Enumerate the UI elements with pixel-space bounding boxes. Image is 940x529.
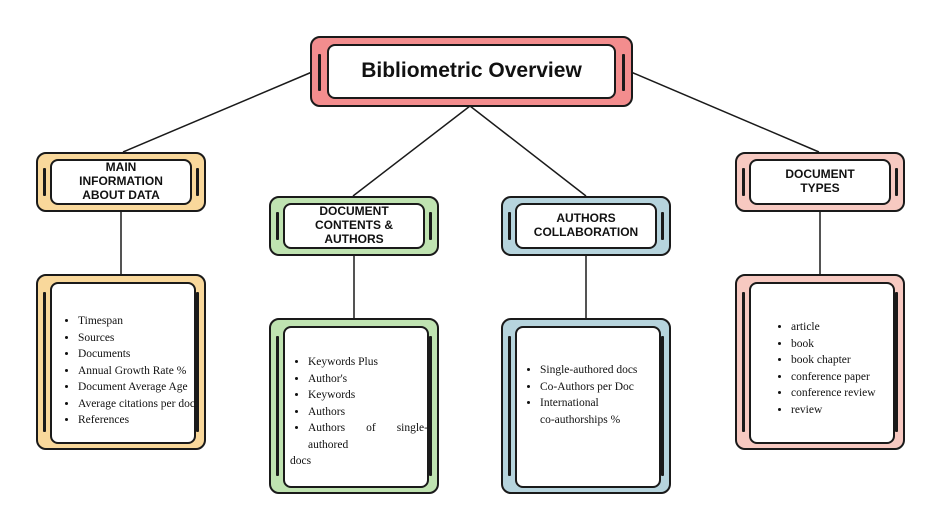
word: Authors bbox=[308, 422, 346, 434]
list-item: International bbox=[540, 395, 660, 412]
list-authors-collaboration-inner: Single-authored docs Co-Authors per Doc … bbox=[515, 326, 661, 488]
list-item: Average citations per doc bbox=[78, 396, 196, 413]
list-main-information: Timespan Sources Documents Annual Growth… bbox=[36, 274, 206, 450]
list-item: Keywords Plus bbox=[308, 354, 428, 371]
list-item: Document Average Age bbox=[78, 379, 196, 396]
list-authors-collaboration: Single-authored docs Co-Authors per Doc … bbox=[501, 318, 671, 494]
list-document-contents-left-bar bbox=[276, 336, 279, 476]
heading-line: COLLABORATION bbox=[533, 225, 639, 239]
list-document-contents-items: Keywords Plus Author's Keywords Authors … bbox=[290, 354, 428, 470]
heading-line: CONTENTS & bbox=[315, 218, 393, 233]
word: of bbox=[366, 422, 376, 434]
list-item: Documents bbox=[78, 346, 196, 363]
list-item: Timespan bbox=[78, 313, 196, 330]
root-title: Bibliometric Overview bbox=[361, 59, 582, 83]
root-node: Bibliometric Overview bbox=[310, 36, 633, 107]
word: single- bbox=[396, 422, 428, 434]
heading-main-information-inner: MAIN INFORMATION ABOUT DATA bbox=[50, 159, 192, 205]
wrapped-line: authored bbox=[308, 438, 349, 451]
heading-authors-collaboration: AUTHORS COLLABORATION bbox=[501, 196, 671, 256]
list-item: book chapter bbox=[791, 352, 893, 369]
list-item: conference paper bbox=[791, 369, 893, 386]
heading-document-contents-inner: DOCUMENT CONTENTS & AUTHORS bbox=[283, 203, 425, 249]
heading-document-types-inner: DOCUMENT TYPES bbox=[749, 159, 891, 205]
list-item: Co-Authors per Doc bbox=[540, 379, 660, 396]
heading-line: TYPES bbox=[800, 181, 840, 195]
heading-line: DOCUMENT bbox=[785, 167, 855, 182]
list-authors-collaboration-left-bar bbox=[508, 336, 511, 476]
list-document-contents-inner: Keywords Plus Author's Keywords Authors … bbox=[283, 326, 429, 488]
list-item: book bbox=[791, 336, 893, 353]
list-document-types-right-bar bbox=[895, 292, 898, 432]
list-tail-text: docs bbox=[290, 455, 312, 467]
list-continuation-text: co-authorships % bbox=[540, 413, 621, 426]
heading-main-information-left-bar bbox=[43, 168, 46, 196]
list-item: Keywords bbox=[308, 387, 428, 404]
connector-root-to-document-types bbox=[630, 71, 820, 153]
heading-document-types-right-bar bbox=[895, 168, 898, 196]
heading-document-contents-right-bar bbox=[429, 212, 432, 240]
list-document-types-left-bar bbox=[742, 292, 745, 432]
list-item: conference review bbox=[791, 385, 893, 402]
connector-root-to-document-contents bbox=[352, 105, 471, 197]
heading-main-information-right-bar bbox=[196, 168, 199, 196]
list-document-contents-right-bar bbox=[429, 336, 432, 476]
list-main-information-items: Timespan Sources Documents Annual Growth… bbox=[60, 313, 196, 429]
list-document-types: article book book chapter conference pap… bbox=[735, 274, 905, 450]
heading-authors-collaboration-left-bar bbox=[508, 212, 511, 240]
justified-line: Authors of single- bbox=[308, 420, 428, 437]
heading-document-contents-left-bar bbox=[276, 212, 279, 240]
heading-document-types-left-bar bbox=[742, 168, 745, 196]
list-document-types-inner: article book book chapter conference pap… bbox=[749, 282, 895, 444]
list-item: Single-authored docs bbox=[540, 362, 660, 379]
list-authors-collaboration-right-bar bbox=[661, 336, 664, 476]
list-item: Author's bbox=[308, 371, 428, 388]
list-authors-collaboration-items: Single-authored docs Co-Authors per Doc … bbox=[522, 362, 660, 428]
root-inner-panel: Bibliometric Overview bbox=[327, 44, 616, 99]
list-item: article bbox=[791, 319, 893, 336]
heading-document-contents: DOCUMENT CONTENTS & AUTHORS bbox=[269, 196, 439, 256]
heading-line: DOCUMENT bbox=[319, 204, 389, 219]
heading-document-types-label: DOCUMENT TYPES bbox=[751, 161, 889, 203]
list-main-information-left-bar bbox=[43, 292, 46, 432]
list-document-types-items: article book book chapter conference pap… bbox=[773, 319, 893, 418]
list-main-information-right-bar bbox=[196, 292, 199, 432]
list-main-information-inner: Timespan Sources Documents Annual Growth… bbox=[50, 282, 196, 444]
heading-document-contents-label: DOCUMENT CONTENTS & AUTHORS bbox=[285, 204, 423, 247]
heading-main-information-label: MAIN INFORMATION ABOUT DATA bbox=[52, 160, 190, 203]
list-item: References bbox=[78, 412, 196, 429]
list-item: Sources bbox=[78, 330, 196, 347]
heading-line: MAIN bbox=[105, 160, 137, 175]
heading-authors-collaboration-right-bar bbox=[661, 212, 664, 240]
heading-authors-collaboration-label: AUTHORS COLLABORATION bbox=[517, 205, 655, 247]
heading-authors-collaboration-inner: AUTHORS COLLABORATION bbox=[515, 203, 657, 249]
root-left-bar bbox=[318, 54, 321, 91]
heading-line: AUTHORS bbox=[556, 211, 616, 226]
root-right-bar bbox=[622, 54, 625, 91]
heading-line: INFORMATION bbox=[79, 174, 163, 189]
connector-root-to-authors-collaboration bbox=[469, 105, 587, 197]
list-item: Annual Growth Rate % bbox=[78, 363, 196, 380]
heading-line: AUTHORS bbox=[324, 231, 384, 246]
list-item: Authors bbox=[308, 404, 428, 421]
list-item: Authors of single- authored bbox=[308, 420, 428, 453]
heading-line: ABOUT DATA bbox=[82, 187, 160, 202]
heading-document-types: DOCUMENT TYPES bbox=[735, 152, 905, 212]
heading-main-information: MAIN INFORMATION ABOUT DATA bbox=[36, 152, 206, 212]
connector-root-to-main-info bbox=[122, 71, 313, 153]
list-document-contents: Keywords Plus Author's Keywords Authors … bbox=[269, 318, 439, 494]
list-item: review bbox=[791, 402, 893, 419]
